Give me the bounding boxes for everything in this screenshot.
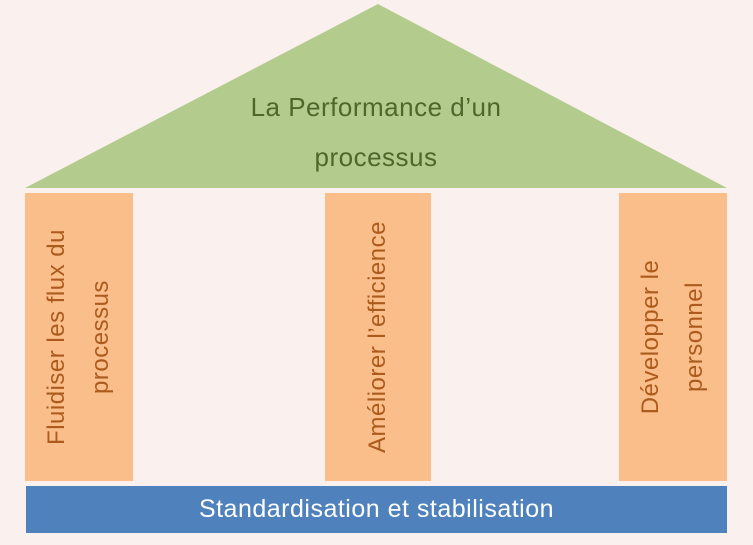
- pillar-fluidiser-flux: Fluidiser les flux du processus: [25, 193, 133, 481]
- pillar-label-line: Développer le: [637, 259, 664, 415]
- pillar-label-line: Améliorer l’efficience: [364, 221, 391, 453]
- pillar-developper-personnel-label: Développer le personnel: [619, 193, 727, 481]
- pillar-ameliorer-efficience: Améliorer l’efficience: [325, 193, 431, 481]
- pillar-fluidiser-flux-label: Fluidiser les flux du processus: [25, 193, 133, 481]
- roof-triangle-shape: [25, 4, 727, 188]
- pillar-label-line: Fluidiser les flux du: [43, 229, 70, 445]
- page-title: La Performance d’un processus: [25, 82, 727, 182]
- pillar-label-line: personnel: [681, 282, 708, 392]
- pillar-ameliorer-efficience-label: Améliorer l’efficience: [324, 193, 432, 481]
- page-title-line-2: processus: [314, 142, 438, 172]
- page-title-line-1: La Performance d’un: [250, 92, 502, 122]
- foundation-bar: Standardisation et stabilisation: [26, 486, 727, 533]
- pillar-label-line: processus: [87, 280, 114, 394]
- roof-triangle: [25, 4, 727, 188]
- pillar-developper-personnel: Développer le personnel: [619, 193, 727, 481]
- foundation-bar-label: Standardisation et stabilisation: [198, 495, 555, 523]
